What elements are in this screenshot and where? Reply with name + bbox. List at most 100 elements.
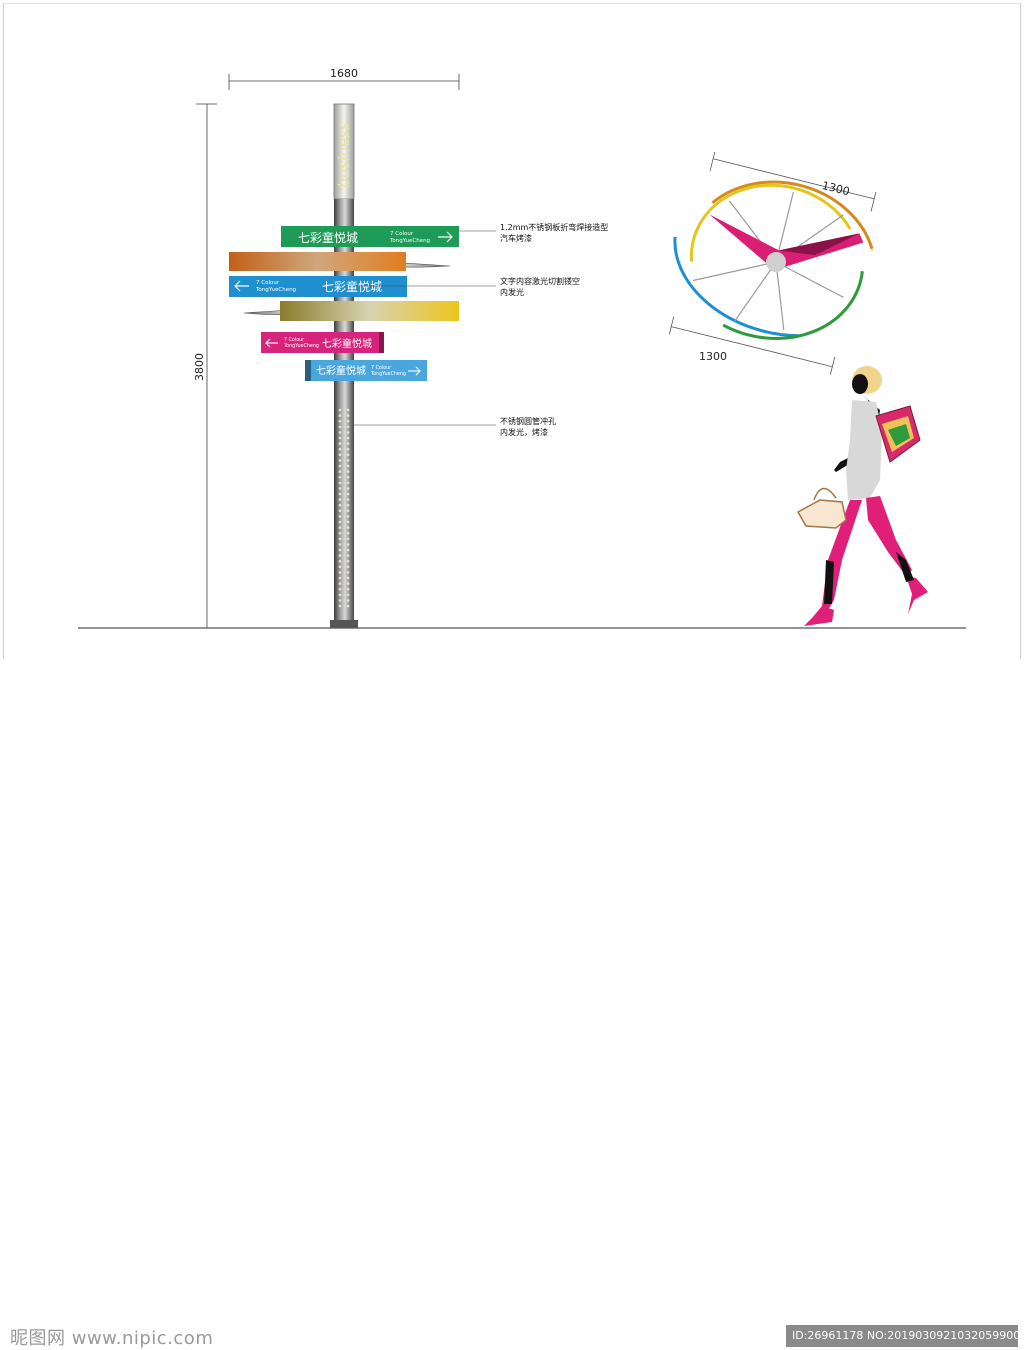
width-dimension: 1680 <box>228 67 460 90</box>
perforation-dot <box>346 436 350 440</box>
woman-face <box>852 374 868 394</box>
callout-1-line2: 汽车烤漆 <box>500 233 532 243</box>
perforation-dot <box>346 571 350 574</box>
perforation-dot <box>346 442 350 445</box>
width-label: 1680 <box>330 67 358 80</box>
sign-2 <box>229 252 406 271</box>
perforation-dot <box>346 559 350 563</box>
perforation-dot <box>338 487 342 490</box>
perforation-dot <box>346 487 350 490</box>
woman-shoe-left <box>804 606 834 626</box>
wheel-spokes <box>692 191 844 330</box>
wheel-arc-orange <box>711 180 874 250</box>
perforation-dot <box>338 498 342 501</box>
footer-bar: 昵图网 www.nipic.com ID:26961178 NO:2019030… <box>0 660 1024 1349</box>
callout-2-line2: 内发光 <box>500 287 524 297</box>
height-label: 3800 <box>193 353 206 381</box>
sign-6-en2: TongYueCheng <box>370 371 406 377</box>
perforation-dot <box>338 447 342 451</box>
perforation-dot <box>346 537 350 541</box>
perforation-dot <box>338 515 342 518</box>
perforation-dot <box>346 503 350 507</box>
perforation-dot <box>338 582 342 585</box>
callout-1: 1.2mm不锈钢板折弯焊接造型 汽车烤漆 <box>459 222 608 243</box>
woman-figure <box>796 366 928 626</box>
perforation-dot <box>346 526 350 529</box>
callout-2: 文字内容激光切割镂空 内发光 <box>354 276 580 297</box>
perforation-dot <box>338 470 342 473</box>
arrow-right-icon <box>438 231 453 243</box>
perforation-dot <box>338 464 342 468</box>
sign-1-cn: 七彩童悦城 <box>298 230 358 245</box>
perforation-dot <box>346 565 350 569</box>
sign-6-en1: 7 Colour <box>371 365 391 371</box>
perforation-dot <box>338 587 342 591</box>
perforation-dot <box>338 414 342 417</box>
woman-handbag <box>796 499 847 529</box>
callout-3: 不锈钢圆管冲孔 内发光，烤漆 <box>354 416 556 437</box>
perforation-dot <box>346 464 350 468</box>
perforation-dot <box>338 419 342 423</box>
sign-3-en2: TongYueCheng <box>255 287 296 293</box>
perforation-dot <box>346 431 350 434</box>
drawing-frame <box>3 3 1021 659</box>
signpost-diagram: 1680 3800 business 七彩童悦城 <box>78 67 966 629</box>
perforation-dot <box>338 576 342 580</box>
perforation-dot <box>338 453 342 457</box>
perforation-dot <box>338 593 342 597</box>
perforation-dot <box>346 475 350 479</box>
perforation-dot <box>346 492 350 496</box>
perforation-dot <box>338 571 342 574</box>
callout-2-line1: 文字内容激光切割镂空 <box>500 276 580 286</box>
sign-5-en2: TongYueCheng <box>283 343 319 349</box>
sign-1-en1: 7 Colour <box>390 231 414 237</box>
perforation-dot <box>346 582 350 585</box>
sign-1-en2: TongYueCheng <box>389 238 430 244</box>
sign-6: 七彩童悦城 7 Colour TongYueCheng <box>305 360 427 381</box>
perforation-dot <box>346 509 350 513</box>
sign-3: 7 Colour TongYueCheng 七彩童悦城 <box>229 276 407 297</box>
perforation-dot <box>346 604 350 608</box>
sign-5: 7 Colour TongYueCheng 七彩童悦城 <box>261 332 384 353</box>
perforation-dot <box>338 509 342 513</box>
perforation-dot <box>338 475 342 479</box>
callout-3-line2: 内发光，烤漆 <box>500 427 548 437</box>
watermark-right: ID:26961178 NO:20190309210320599000 <box>786 1325 1018 1347</box>
woman-shoe-right <box>906 576 928 614</box>
pole-top-text: business <box>335 122 353 188</box>
wheel-label-bottom: 1300 <box>699 350 727 363</box>
perforation-dot <box>346 543 350 546</box>
perforated-section <box>338 408 350 608</box>
perforation-dot <box>338 604 342 608</box>
perforation-dot <box>346 520 350 524</box>
perforation-dot <box>346 498 350 501</box>
perforation-dot <box>346 459 350 462</box>
sign-1: 七彩童悦城 7 Colour TongYueCheng <box>281 226 459 247</box>
perforation-dot <box>346 408 350 412</box>
arrow-right-icon <box>408 366 421 376</box>
wheel-arc-green <box>722 271 864 340</box>
perforation-dot <box>346 470 350 473</box>
woman-boot-right <box>896 552 914 582</box>
perforation-dot <box>338 554 342 557</box>
perforation-dot <box>346 425 350 429</box>
wheel-hub <box>766 252 786 272</box>
perforation-dot <box>338 442 342 445</box>
perforation-dot <box>346 548 350 552</box>
perforation-dot <box>338 408 342 412</box>
wheel-dimension-top <box>709 151 877 212</box>
callout-3-line1: 不锈钢圆管冲孔 <box>500 416 556 426</box>
callout-1-line1: 1.2mm不锈钢板折弯焊接造型 <box>500 222 608 232</box>
perforation-dot <box>338 431 342 434</box>
perforation-dot <box>338 492 342 496</box>
sign-5-cn: 七彩童悦城 <box>322 337 372 350</box>
perforation-dot <box>346 447 350 451</box>
pole-base <box>330 620 358 628</box>
sign-4 <box>280 301 459 321</box>
perforation-dot <box>346 599 350 602</box>
perforation-dot <box>338 543 342 546</box>
wheel-arc-yellow <box>689 183 852 262</box>
perforation-dot <box>346 576 350 580</box>
perforation-dot <box>346 414 350 417</box>
perforation-dot <box>338 559 342 563</box>
